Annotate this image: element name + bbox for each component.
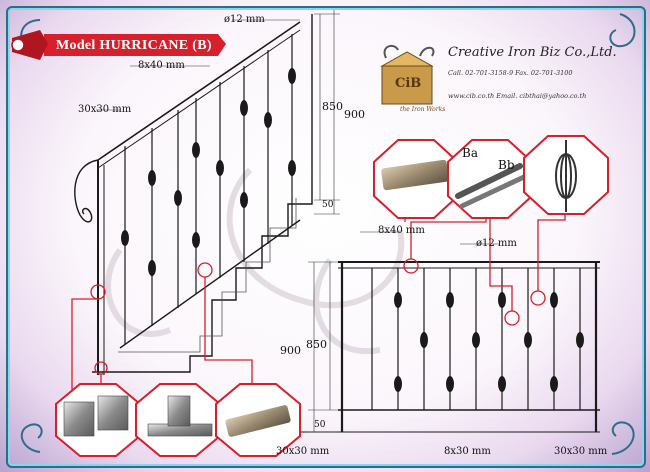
logo-text: CiB xyxy=(395,76,422,91)
company-phone: Call. 02-701-3158-9 Fax. 02-701-3100 xyxy=(448,69,573,77)
dim-square-post: 30x30 mm xyxy=(78,104,132,115)
page-frame xyxy=(6,6,646,468)
dim-900-stair: 900 xyxy=(344,108,365,121)
detail-octagons xyxy=(373,135,609,219)
dim-900-rail: 900 xyxy=(280,344,301,357)
dim-flat-top: 8x40 mm xyxy=(138,60,185,71)
title-banner xyxy=(11,30,226,60)
dim-50-rail: 50 xyxy=(314,420,326,430)
rail-baskets xyxy=(394,292,584,392)
watermark-ornament xyxy=(105,167,405,355)
company-web: www.cib.co.th Email. cibthai@yahoo.co.th xyxy=(448,92,587,100)
dim-rod-top: ø12 mm xyxy=(224,14,265,25)
dim-850-rail: 850 xyxy=(306,338,327,351)
straight-railing xyxy=(296,231,600,433)
dim-flat-mid: 8x40 mm xyxy=(378,225,425,236)
dim-rod-mid: ø12 mm xyxy=(476,238,517,249)
detail-label-bb: Bb xyxy=(498,158,515,172)
detail-octagons-bottom xyxy=(55,383,301,457)
stair-baskets xyxy=(121,68,296,276)
dim-square-bottom-right: 30x30 mm xyxy=(554,446,608,457)
logo-subtitle: the Iron Works xyxy=(400,106,446,113)
company-logo xyxy=(380,44,435,105)
dim-50-stair: 50 xyxy=(322,200,334,210)
stair-railing xyxy=(74,10,340,375)
detail-label-ba: Ba xyxy=(462,146,478,160)
model-title: Model HURRICANE (B) xyxy=(56,38,212,53)
dim-flat-bottom: 8x30 mm xyxy=(444,446,491,457)
dim-850-stair: 850 xyxy=(322,100,343,113)
dim-square-bottom-left: 30x30 mm xyxy=(276,446,330,457)
company-name: Creative Iron Biz Co.,Ltd. xyxy=(448,45,617,60)
